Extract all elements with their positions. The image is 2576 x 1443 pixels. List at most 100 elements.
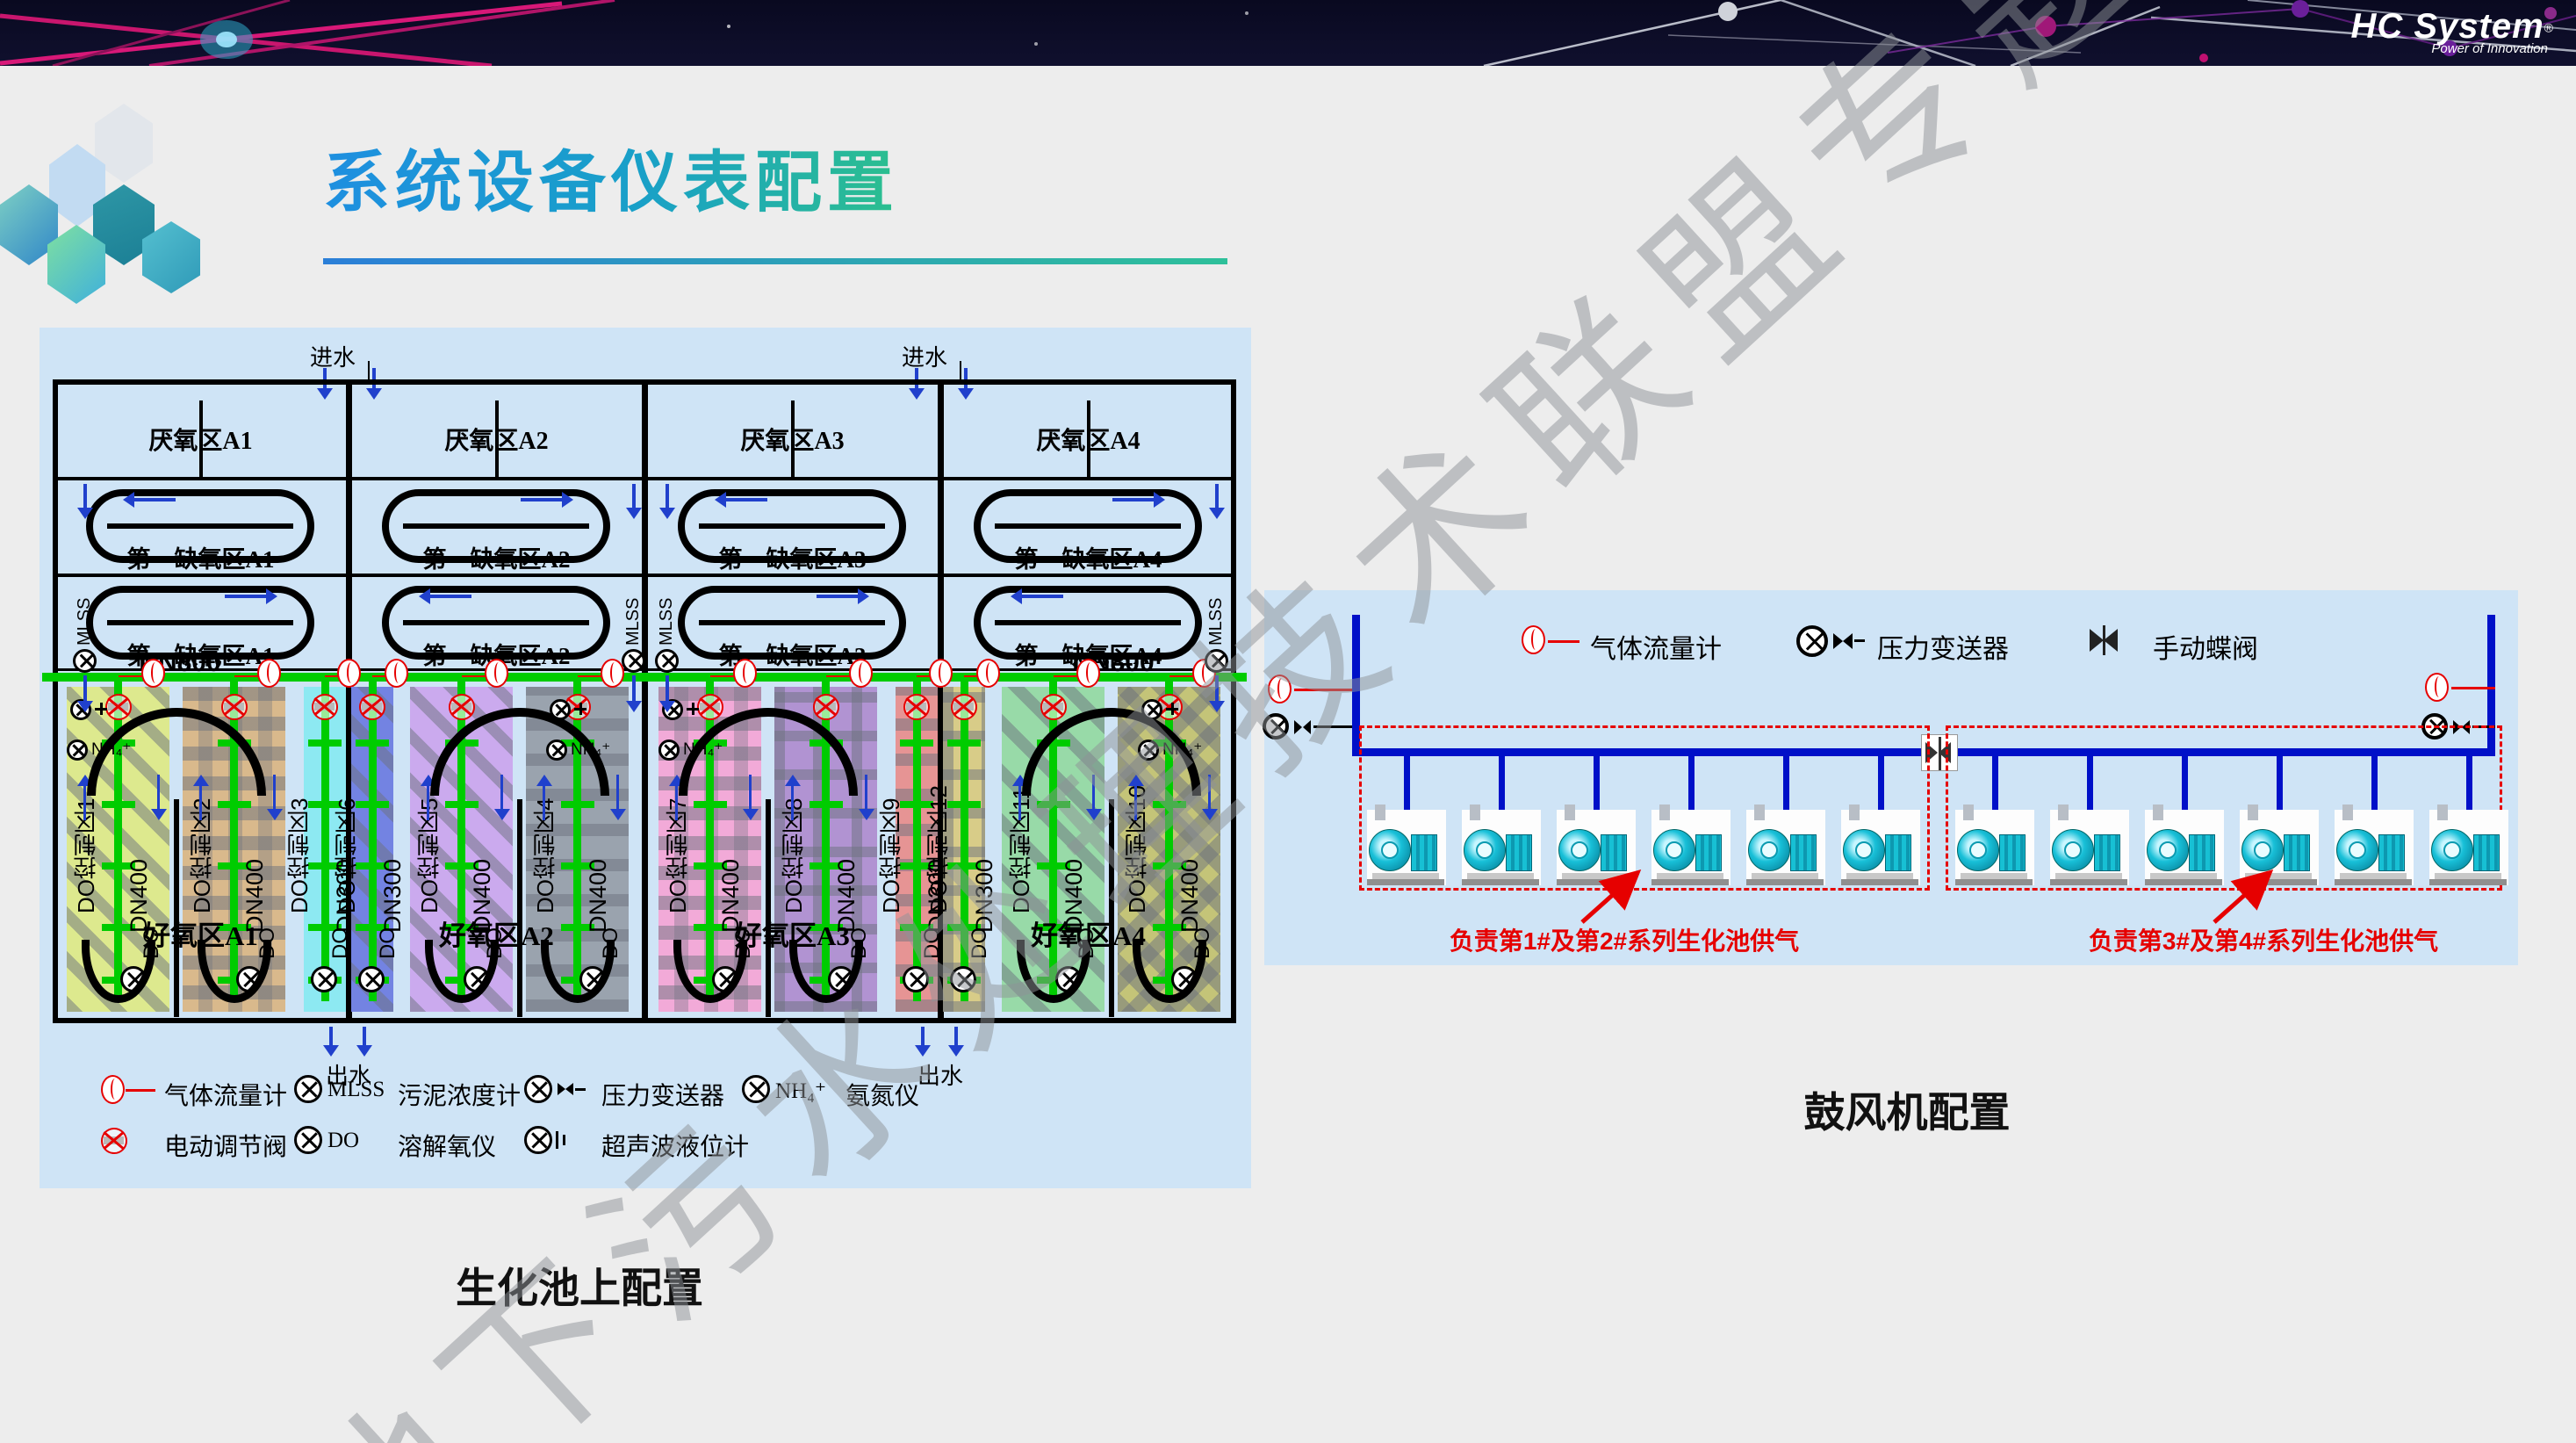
blower-base [2429, 879, 2507, 885]
butterfly-valve-icon [2104, 629, 2119, 652]
anoxic2-racetrack [974, 586, 1202, 660]
blower-motor [1411, 834, 1437, 871]
diffuser-branch [101, 924, 135, 931]
mlss-drop-arrow [83, 675, 87, 703]
flowmeter-tail [461, 675, 486, 677]
blower-hub [2064, 841, 2082, 859]
anoxic2-flow-arrow [1020, 595, 1063, 598]
effluent-arrow-head [948, 1045, 964, 1057]
influent-label: 进水 [901, 344, 947, 371]
blower-unit [1955, 804, 2034, 885]
flowmeter-inner [150, 662, 160, 683]
air-drop-pipe [1165, 676, 1173, 1001]
blower-base [1746, 879, 1824, 885]
blower-base [1557, 879, 1634, 885]
zone-flow-arrow [615, 775, 620, 811]
motor-valve-icon [312, 694, 338, 720]
flowmeter-tail [577, 675, 601, 677]
flowmeter-tail [917, 675, 930, 677]
blower-riser-pipe [2181, 756, 2188, 811]
flowmeter-inner [742, 662, 752, 683]
effluent-arrow [329, 1027, 333, 1047]
aeration-channel-wall [1108, 799, 1114, 1017]
zone-transfer-arrow-head [1209, 508, 1225, 519]
blower-base [1462, 879, 1539, 885]
flowmeter-inner [1531, 629, 1540, 650]
flowmeter-inner [347, 662, 356, 683]
diffuser-branch [101, 801, 135, 808]
diffuser-branch [560, 862, 594, 869]
blower-unit [1367, 804, 1446, 885]
stub [1313, 725, 1352, 728]
zone-flow-arrow [790, 784, 795, 820]
page-title: 系统设备仪表配置 [323, 128, 899, 225]
blower-riser-pipe [1687, 756, 1695, 811]
aerobic-zone-label: 好氧区A4 [1031, 920, 1146, 951]
aeration-channel-u [673, 940, 747, 1003]
motor-valve-icon [1040, 694, 1067, 720]
air-drop-pipe [368, 676, 377, 1001]
diffuser-branch [947, 924, 981, 931]
legend-label: 压力变送器 [1877, 635, 2009, 664]
flowmeter-tail [2451, 687, 2495, 689]
influent-line [960, 361, 961, 380]
mlss-sensor-tag: MLSS [657, 597, 676, 646]
blower-motor [1695, 834, 1722, 871]
flowmeter-inner [1085, 662, 1095, 683]
anoxic2-flow-arrow-head [419, 588, 430, 604]
air-drop-pipe [706, 676, 714, 1001]
valve-bowtie [558, 1083, 565, 1095]
do-sensor-icon [311, 966, 337, 992]
anoxic2-flow-arrow [817, 595, 860, 598]
aeration-channel-u [424, 940, 499, 1003]
bio-pool-caption: 生化池上配置 [456, 1265, 703, 1311]
legend-label: 气体流量计 [164, 1082, 288, 1109]
diffuser-branch [444, 924, 479, 931]
anoxic2-centerline [699, 620, 885, 625]
blower-base [2335, 879, 2412, 885]
anaerobic-baffle [790, 400, 795, 477]
blower-nozzle [1470, 804, 1480, 820]
diffuser-branch [900, 924, 933, 931]
blower-nozzle [1754, 804, 1765, 820]
diffuser-branch [101, 862, 135, 869]
blower-nozzle [1849, 804, 1860, 820]
logo-tagline: Power of Innovation [2431, 41, 2548, 56]
do-zone-label: DO控制区3 [286, 797, 313, 913]
flowmeter-icon [1522, 625, 1545, 654]
anoxic1-flow-arrow [724, 498, 767, 501]
blower-base [2245, 873, 2312, 879]
blower-motor [1885, 834, 1911, 871]
blower-riser-pipe [2465, 756, 2472, 811]
diffuser-branch [356, 924, 389, 931]
pressure-transmitter-icon [1796, 625, 1828, 657]
zone-flow-arrow [83, 784, 87, 820]
anoxic1-centerline [107, 523, 293, 529]
logo-registered-mark: ® [2544, 20, 2553, 35]
zone-transfer-arrow [1215, 484, 1219, 509]
motor-valve-icon [359, 694, 385, 720]
diffuser-branch [900, 740, 933, 747]
anaerobic-baffle [198, 400, 203, 477]
flowmeter-icon [337, 659, 361, 688]
blower-motor [2473, 834, 2500, 871]
blower-motor [2378, 834, 2405, 871]
flowmeter-inner [493, 662, 503, 683]
anoxic1-flow-arrow-head [562, 492, 573, 508]
zone-transfer-arrow-head [626, 508, 642, 519]
level-sensor-tick [100, 703, 103, 715]
blower-riser-pipe [2371, 756, 2378, 811]
aeration-channel-u [81, 940, 155, 1003]
blower-base [1846, 873, 1913, 879]
motor-valve-icon [903, 694, 930, 720]
blower-unit [2429, 804, 2508, 885]
do-zone-label: DO控制区12 [925, 785, 952, 913]
flowmeter-tail [964, 675, 977, 677]
air-drop-pipe [912, 676, 921, 1001]
level-sensor-tick [579, 703, 582, 715]
blower-base [2435, 873, 2501, 879]
diffuser-branch [693, 924, 727, 931]
flowmeter-icon [2425, 673, 2449, 702]
sensor-icon [742, 1075, 770, 1103]
blower-riser-pipe [2086, 756, 2093, 811]
